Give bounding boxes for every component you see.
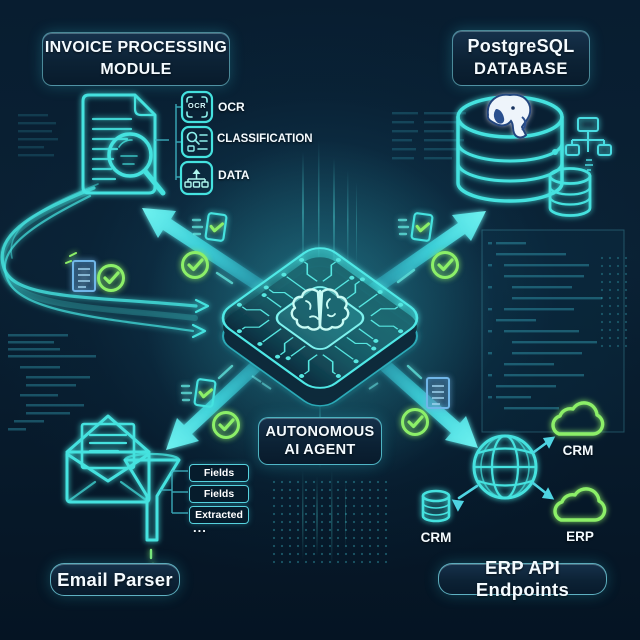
erp-endpoints-title-box: ERP API Endpoints — [438, 557, 607, 600]
crm-database-cylinder-icon — [421, 489, 451, 523]
erp-endpoints-title: ERP API Endpoints — [475, 557, 570, 600]
field-chip: Extracted — [189, 506, 249, 524]
globe-arrows — [451, 436, 556, 512]
dot-matrix-right — [598, 252, 632, 348]
ribbon-arrowhead-icon — [191, 323, 207, 339]
faint-table-top-right — [392, 112, 466, 160]
ocr-scan-frame-icon — [180, 90, 214, 124]
field-connector — [160, 470, 188, 514]
arrow-to-postgres-database — [350, 211, 486, 308]
feature-label-classification: CLASSIFICATION — [217, 133, 313, 145]
node-label-crm-database: CRM — [420, 530, 452, 545]
field-chip-label: Fields — [203, 488, 235, 500]
faint-code-left — [8, 334, 96, 431]
agent-label-line1: AUTONOMOUS — [265, 424, 375, 440]
postgres-title-box: PostgreSQL DATABASE — [452, 30, 590, 86]
email-parser-title-box: Email Parser — [50, 563, 180, 596]
ribbon-arrowhead-icon — [194, 298, 210, 314]
postgres-title-line1: PostgreSQL — [467, 36, 575, 56]
ai-chip-brain-icon — [221, 247, 419, 407]
sparkle-dashes — [65, 252, 77, 264]
document-icon — [72, 260, 96, 292]
open-envelope-icon — [65, 414, 151, 504]
invoice-module-title-line1: INVOICE PROCESSING — [44, 39, 228, 56]
node-label-erp-cloud: ERP — [566, 529, 594, 544]
postgresql-elephant-database-icon — [456, 93, 612, 217]
ocr-badge-text: OCR — [187, 101, 207, 110]
database-cylinder-icon — [548, 167, 592, 217]
dot-matrix-bottom-center — [270, 478, 388, 564]
globe-icon — [472, 434, 538, 500]
data-hierarchy-icon — [179, 160, 214, 196]
postgres-title-line2: DATABASE — [473, 60, 569, 78]
agent-label-box: AUTONOMOUS AI AGENT — [258, 417, 382, 465]
schema-tree-icon — [565, 117, 612, 171]
invoice-module-title-box: INVOICE PROCESSING MODULE — [42, 32, 230, 86]
document-magnifier-icon — [81, 93, 166, 196]
node-label-crm-cloud: CRM — [562, 443, 594, 458]
feature-connector — [155, 104, 182, 180]
feature-label-ocr: OCR — [218, 100, 245, 114]
brain-icon — [290, 288, 350, 331]
postgresql-elephant-logo — [486, 93, 532, 139]
speed-dashes — [215, 268, 423, 380]
field-chip-label: Extracted — [195, 509, 243, 521]
field-chip-label: Fields — [203, 467, 235, 479]
cloud-icon — [553, 487, 607, 522]
faint-table-top-left — [18, 114, 58, 157]
document-icon — [426, 377, 450, 409]
field-chip: Fields — [189, 464, 249, 482]
check-circle-icon — [96, 263, 126, 293]
email-parser-title: Email Parser — [57, 568, 173, 590]
invoice-module-title-line2: MODULE — [100, 61, 172, 78]
classification-list-icon — [180, 125, 214, 159]
field-chip: Fields — [189, 485, 249, 503]
funnel-icon — [123, 452, 181, 581]
agent-label-line2: AI AGENT — [284, 442, 356, 458]
arrow-to-invoice-module — [142, 208, 290, 308]
field-ellipsis: ... — [193, 520, 207, 535]
feature-label-data: DATA — [218, 168, 250, 182]
